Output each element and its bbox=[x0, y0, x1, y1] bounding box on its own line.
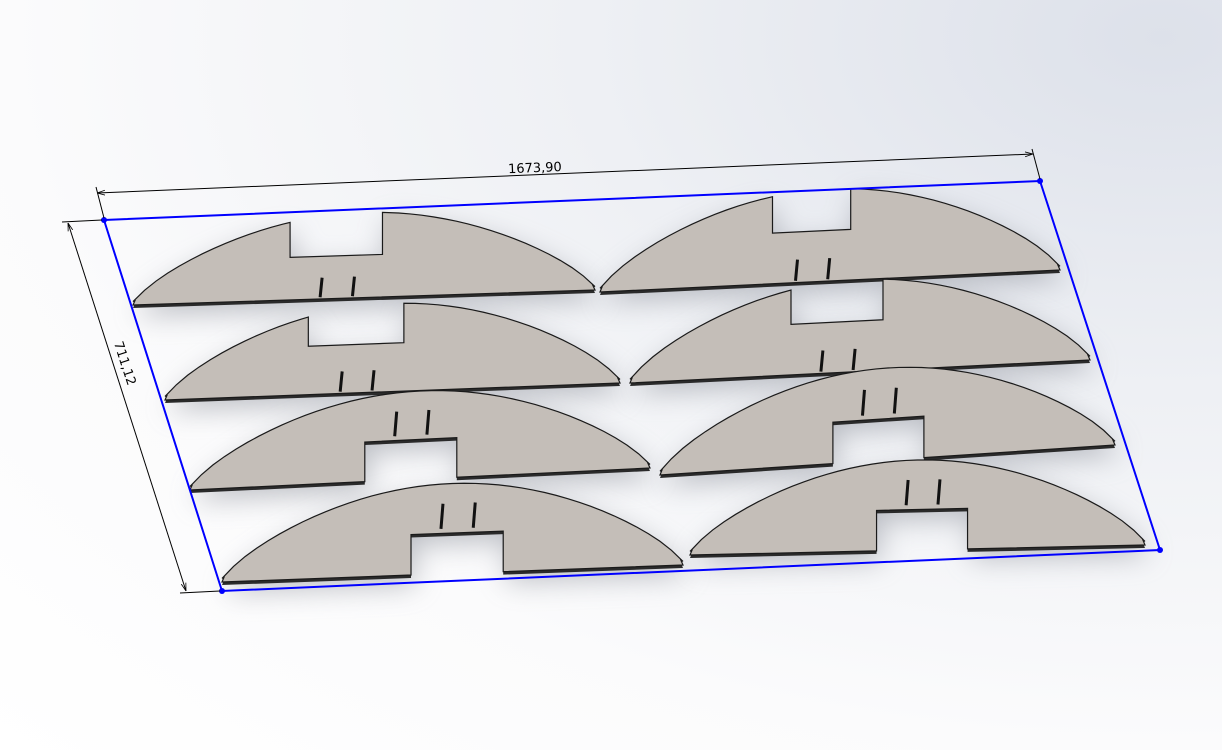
slot-cut bbox=[936, 479, 942, 505]
slot-cut bbox=[350, 276, 356, 297]
slot-cut bbox=[851, 348, 857, 371]
height-dimension-label[interactable]: 711,12 bbox=[110, 340, 138, 388]
slot-cut bbox=[370, 370, 376, 391]
sheet-part[interactable] bbox=[164, 302, 621, 403]
sheet-part[interactable] bbox=[659, 366, 1116, 478]
nested-parts bbox=[132, 188, 1146, 585]
width-dimension[interactable]: 1673,90 bbox=[95, 148, 1041, 219]
slot-cut bbox=[860, 389, 866, 416]
sheet-part[interactable] bbox=[629, 278, 1091, 386]
sheet-part[interactable] bbox=[599, 188, 1061, 295]
sheet-part[interactable] bbox=[221, 482, 684, 585]
slot-cut bbox=[826, 257, 832, 280]
slot-cut bbox=[439, 503, 445, 530]
sketch-points[interactable] bbox=[101, 178, 1163, 594]
slot-cut bbox=[338, 371, 344, 392]
slot-cut bbox=[471, 502, 477, 528]
sheet-part[interactable] bbox=[132, 211, 596, 308]
slot-cut bbox=[318, 277, 324, 298]
slot-cut bbox=[393, 411, 399, 437]
slot-cut bbox=[892, 387, 898, 414]
slot-cut bbox=[425, 409, 431, 435]
slot-cut bbox=[794, 259, 799, 281]
width-dimension-label[interactable]: 1673,90 bbox=[508, 160, 562, 177]
slot-cut bbox=[819, 350, 825, 372]
sheet-part[interactable] bbox=[689, 459, 1146, 558]
slot-cut bbox=[904, 479, 910, 506]
sheet-part[interactable] bbox=[189, 390, 651, 493]
